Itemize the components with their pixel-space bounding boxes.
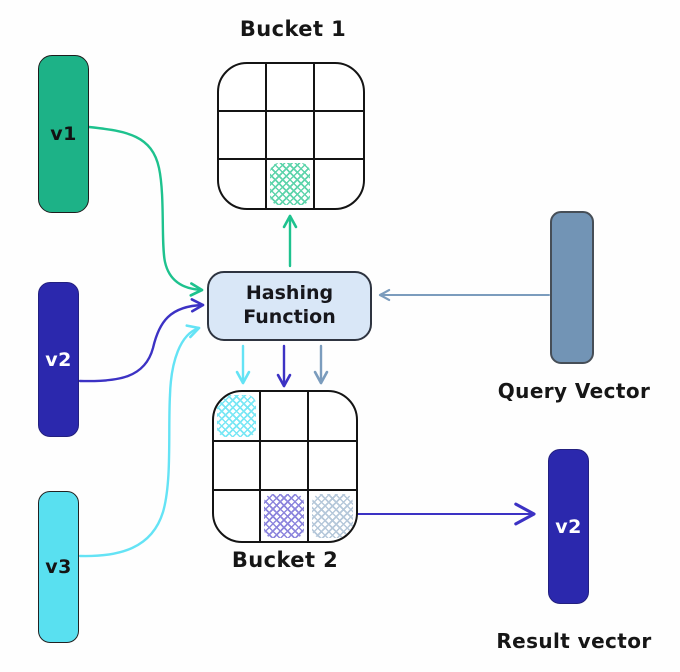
vector-v2: v2 xyxy=(38,282,79,437)
bucket2-grid xyxy=(212,390,358,543)
result-vector-value: v2 xyxy=(555,515,582,538)
bucket1-title: Bucket 1 xyxy=(239,17,347,41)
bucket2-cell xyxy=(214,441,262,492)
result-vector-title: Result vector xyxy=(496,629,652,653)
hashing-function-box: Hashing Function xyxy=(207,271,372,341)
bucket1-cell xyxy=(315,112,363,160)
bucket2-cell xyxy=(308,442,356,492)
bucket1-cell xyxy=(315,160,363,208)
query-vector xyxy=(550,211,594,364)
arrow-v1-to-hash xyxy=(87,125,204,297)
bucket1-cell xyxy=(219,160,267,208)
vector-v1: v1 xyxy=(38,55,89,213)
vector-v3-label: v3 xyxy=(45,556,72,578)
bucket1-cell xyxy=(267,112,315,160)
arrow-v3-to-hash xyxy=(78,324,201,558)
query-vector-title: Query Vector xyxy=(497,379,651,403)
vector-v3: v3 xyxy=(38,491,79,643)
bucket2-cell xyxy=(214,491,262,541)
bucket1-cell xyxy=(267,160,315,208)
bucket2-title: Bucket 2 xyxy=(231,548,339,572)
bucket2-cell xyxy=(261,491,309,541)
bucket1-cell xyxy=(219,112,267,160)
bucket1-grid xyxy=(217,62,365,210)
result-vector: v2 xyxy=(548,449,589,604)
arrow-v2-to-hash xyxy=(78,298,205,383)
vector-v2-label: v2 xyxy=(45,348,72,371)
bucket1-cell xyxy=(219,64,267,112)
bucket1-cell xyxy=(267,64,315,112)
bucket2-cell xyxy=(309,491,356,541)
vector-v1-label: v1 xyxy=(50,123,77,145)
bucket2-cell xyxy=(214,392,262,442)
bucket1-cell xyxy=(315,64,363,112)
bucket2-cell xyxy=(308,392,356,442)
hashing-function-label: Hashing Function xyxy=(243,282,336,328)
bucket2-cell xyxy=(261,441,309,492)
bucket2-cell xyxy=(261,392,309,442)
